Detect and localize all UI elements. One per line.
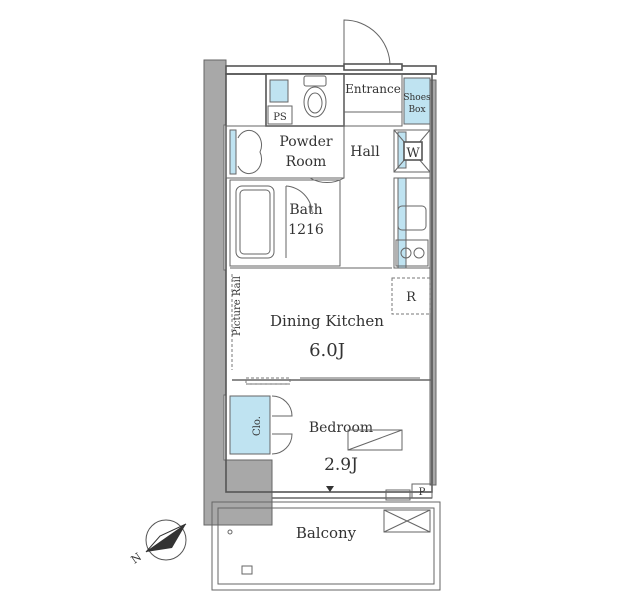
closet — [229, 395, 271, 455]
north-label: N — [129, 550, 145, 566]
powder-room-label-1: Powder — [279, 134, 333, 150]
entrance-marker-icon — [326, 486, 334, 492]
ac-unit — [383, 509, 431, 533]
bedroom-window-marker — [347, 429, 403, 451]
bedroom-label: Bedroom — [309, 420, 373, 436]
closet-label: Clo. — [252, 416, 263, 436]
top-wall — [225, 65, 437, 75]
pipe-label: P — [419, 487, 426, 498]
ps-cabinet — [269, 79, 289, 103]
refrigerator-label: R — [406, 290, 417, 305]
powder-room-label-2: Room — [286, 154, 327, 170]
pipe-space — [411, 483, 433, 499]
bath-size-label: 1216 — [288, 222, 324, 238]
shoes-box-label-1: Shoes — [403, 93, 431, 103]
shoes-box-label-2: Box — [408, 105, 425, 115]
kitchen-counter — [393, 177, 431, 269]
dining-kitchen-label: Dining Kitchen — [270, 312, 384, 330]
ps-label: PS — [273, 112, 287, 123]
bath-label: Bath — [289, 202, 322, 218]
hall-label: Hall — [350, 144, 380, 160]
bedroom-size-label: 2.9J — [324, 455, 358, 475]
washer-label: W — [406, 146, 420, 161]
picture-rail-label: Picture Rail — [232, 276, 243, 336]
entrance-door-swing — [343, 19, 391, 67]
compass-icon — [145, 519, 187, 561]
balcony — [211, 501, 441, 591]
dining-kitchen-size-label: 6.0J — [309, 340, 345, 361]
entrance-label: Entrance — [345, 82, 401, 96]
balcony-label: Balcony — [296, 524, 357, 542]
bathroom — [229, 179, 341, 267]
drain-icon — [241, 565, 253, 575]
shoes-box — [403, 77, 431, 125]
sink-icon — [237, 129, 262, 175]
structural-wall-right — [429, 79, 437, 486]
refrigerator-space — [391, 277, 431, 315]
bathtub-icon — [235, 185, 275, 259]
entrance-area — [343, 73, 403, 127]
entrance-threshold — [343, 63, 403, 71]
washer-space — [393, 129, 431, 173]
stove-icon — [395, 239, 429, 267]
kitchen-sink-icon — [397, 205, 427, 231]
toilet-icon — [303, 86, 327, 118]
